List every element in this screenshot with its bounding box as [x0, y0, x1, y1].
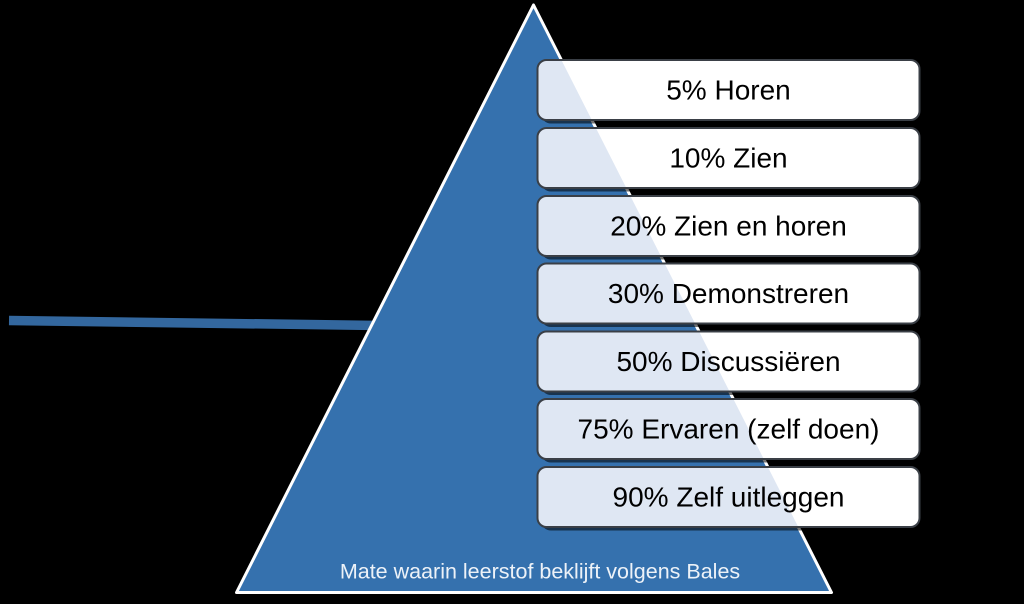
level-label: 30% Demonstreren	[608, 278, 849, 309]
level-box-border	[536, 262, 921, 325]
level-row-1: 5% Horen	[536, 59, 923, 124]
level-box	[537, 60, 920, 120]
level-row-7: 90% Zelf uitleggen	[536, 466, 923, 531]
level-label: 90% Zelf uitleggen	[613, 482, 845, 513]
level-box	[537, 128, 920, 188]
level-row-3: 20% Zien en horen	[536, 195, 923, 260]
level-row-2: 10% Zien	[536, 127, 923, 192]
level-box-border	[536, 398, 921, 460]
level-label: 10% Zien	[669, 143, 787, 174]
level-box-border	[536, 466, 921, 528]
level-row-5: 50% Discussiëren	[536, 330, 923, 395]
level-box-border	[536, 330, 921, 393]
connector-line	[8, 315, 380, 331]
pyramid-tint-overlay	[537, 399, 832, 459]
level-label: 50% Discussiëren	[616, 346, 840, 377]
level-label: 5% Horen	[666, 75, 791, 106]
level-box-border	[536, 195, 921, 257]
level-box-border	[536, 59, 921, 121]
pyramid-caption: Mate waarin leerstof beklijft volgens Ba…	[340, 560, 740, 584]
level-row-4: 30% Demonstreren	[536, 262, 923, 327]
level-label: 20% Zien en horen	[610, 211, 847, 242]
level-box-border	[536, 127, 921, 189]
level-label: 75% Ervaren (zelf doen)	[578, 414, 880, 445]
level-row-6: 75% Ervaren (zelf doen)	[536, 398, 923, 463]
